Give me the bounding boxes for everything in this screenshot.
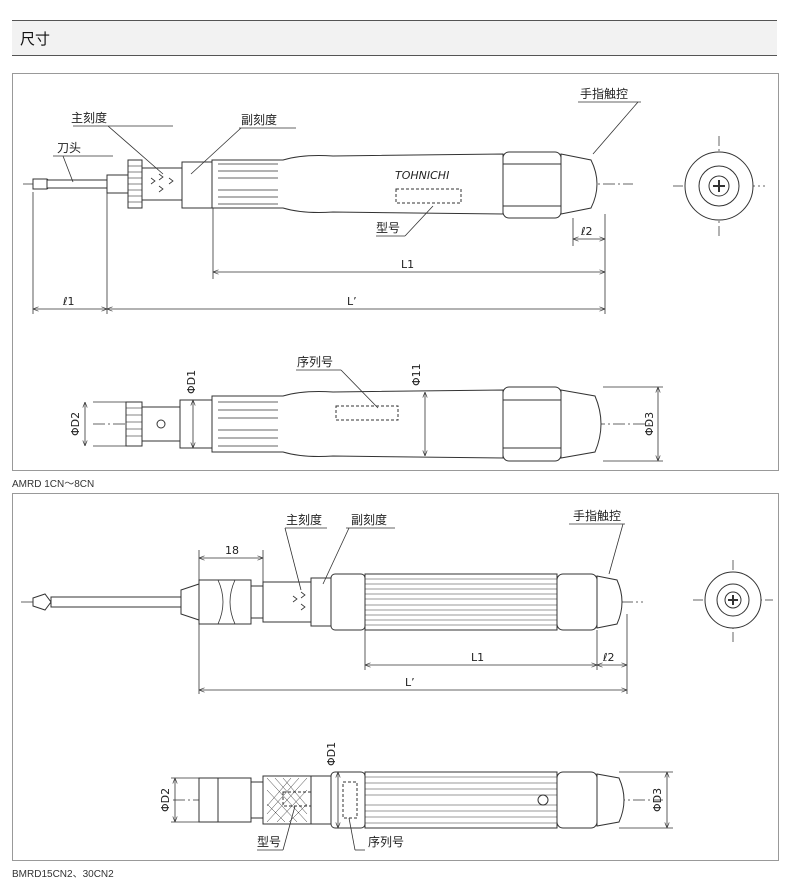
figure-bmrd-caption: BMRD15CN2、30CN2 xyxy=(12,869,114,880)
figure-bmrd-panel: 主刻度 副刻度 手指触控 18 L1 ℓ2 L’ xyxy=(12,493,779,861)
l2-dimension: ℓ2 xyxy=(580,225,593,238)
dim-18: 18 xyxy=(225,544,239,557)
D2-dimension: ΦD2 xyxy=(69,412,82,436)
model-label-2: 型号 xyxy=(257,835,281,849)
serial-label-2: 序列号 xyxy=(368,834,404,849)
end-view-circle xyxy=(673,136,765,236)
brand-logo-text: TOHNICHI xyxy=(395,169,449,182)
bit-label: 刀头 xyxy=(57,141,81,155)
section-title: 尺寸 xyxy=(20,30,51,48)
bottom-view-screwdriver-2 xyxy=(173,771,663,829)
D11-dimension: Φ11 xyxy=(410,363,423,386)
figure-amrd-drawing: TOHNICHI 主刻度 副刻度 刀头 手指触控 型号 ℓ2 L1 ℓ1 L’ xyxy=(23,86,765,462)
bottom-view-screwdriver xyxy=(93,386,653,462)
finger-touch-label-2: 手指触控 xyxy=(573,508,621,523)
sub-scale-label: 副刻度 xyxy=(241,112,277,127)
D1-dimension: ΦD1 xyxy=(185,370,198,394)
main-scale-label: 主刻度 xyxy=(71,110,107,125)
l2-dimension-2: ℓ2 xyxy=(602,651,615,664)
figure-amrd-caption: AMRD 1CN～8CN xyxy=(12,479,95,490)
figure-amrd-panel: TOHNICHI 主刻度 副刻度 刀头 手指触控 型号 ℓ2 L1 ℓ1 L’ xyxy=(12,73,779,471)
Lprime-dimension-2: L’ xyxy=(405,676,415,689)
l1-dimension: ℓ1 xyxy=(62,295,75,308)
section-header: 尺寸 xyxy=(12,20,777,56)
figure-bmrd-drawing: 主刻度 副刻度 手指触控 18 L1 ℓ2 L’ xyxy=(21,508,773,851)
finger-touch-label: 手指触控 xyxy=(580,86,628,101)
sub-scale-label-2: 副刻度 xyxy=(351,512,387,527)
D2-dimension-2: ΦD2 xyxy=(159,788,172,812)
D1-dimension-2: ΦD1 xyxy=(325,742,338,766)
Lprime-dimension: L’ xyxy=(347,295,357,308)
serial-label: 序列号 xyxy=(297,354,333,369)
end-view-circle-2 xyxy=(693,560,773,642)
main-scale-label-2: 主刻度 xyxy=(286,512,322,527)
L1-dimension-2: L1 xyxy=(471,651,484,664)
model-label: 型号 xyxy=(376,221,400,235)
top-view-screwdriver-2 xyxy=(21,573,643,631)
L1-dimension: L1 xyxy=(401,258,414,271)
D3-dimension-2: ΦD3 xyxy=(651,788,664,812)
D3-dimension: ΦD3 xyxy=(643,412,656,436)
top-view-screwdriver xyxy=(23,151,633,219)
